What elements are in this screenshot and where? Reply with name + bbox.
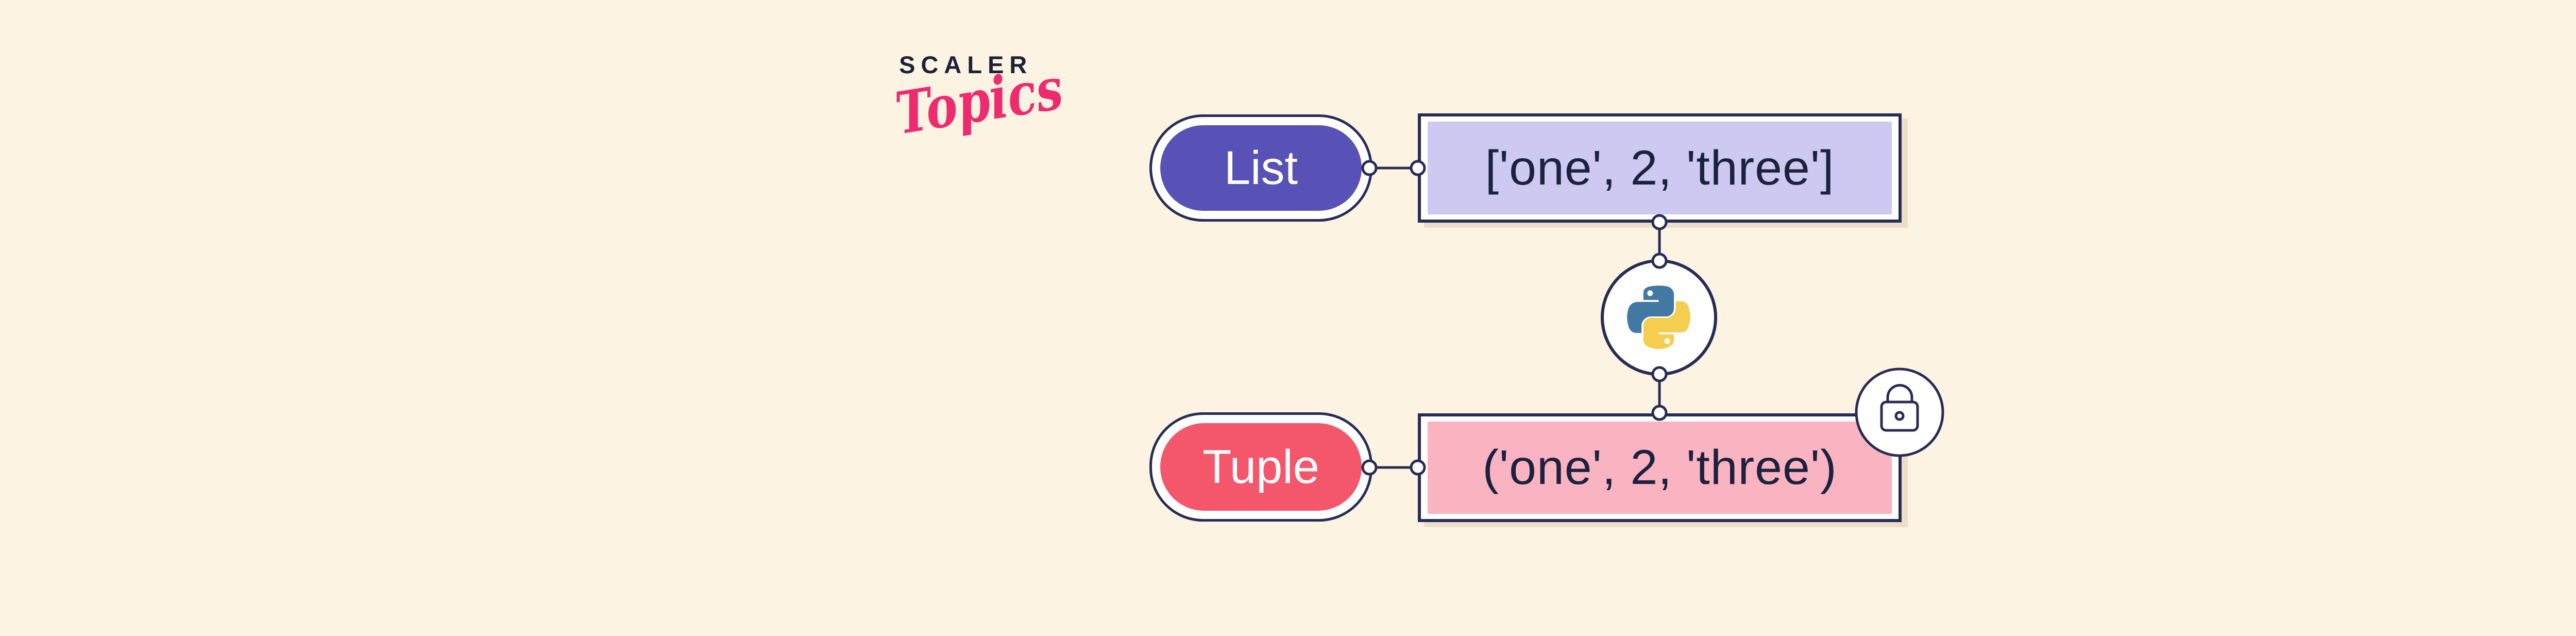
tuple-pill-background: Tuple <box>1160 423 1362 511</box>
tuple-value-fill: ('one', 2, 'three') <box>1428 422 1892 514</box>
connector-node <box>1651 253 1668 269</box>
tuple-pill-label: Tuple <box>1202 441 1319 493</box>
list-value-text: ['one', 2, 'three'] <box>1485 140 1835 195</box>
list-value-fill: ['one', 2, 'three'] <box>1428 122 1892 214</box>
tuple-value-text: ('one', 2, 'three') <box>1482 440 1837 495</box>
connector-node <box>1651 366 1668 382</box>
list-pill-label: List <box>1224 142 1298 194</box>
scaler-topics-logo: SCALER Topics <box>891 51 1096 148</box>
tuple-pill: Tuple <box>1149 412 1372 522</box>
list-pill-background: List <box>1160 125 1362 211</box>
python-icon <box>1627 286 1690 349</box>
tuple-value-box: ('one', 2, 'three') <box>1418 413 1902 522</box>
list-value-box: ['one', 2, 'three'] <box>1418 113 1902 223</box>
list-pill: List <box>1149 114 1372 222</box>
scaler-brand-text: SCALER <box>899 51 1033 78</box>
